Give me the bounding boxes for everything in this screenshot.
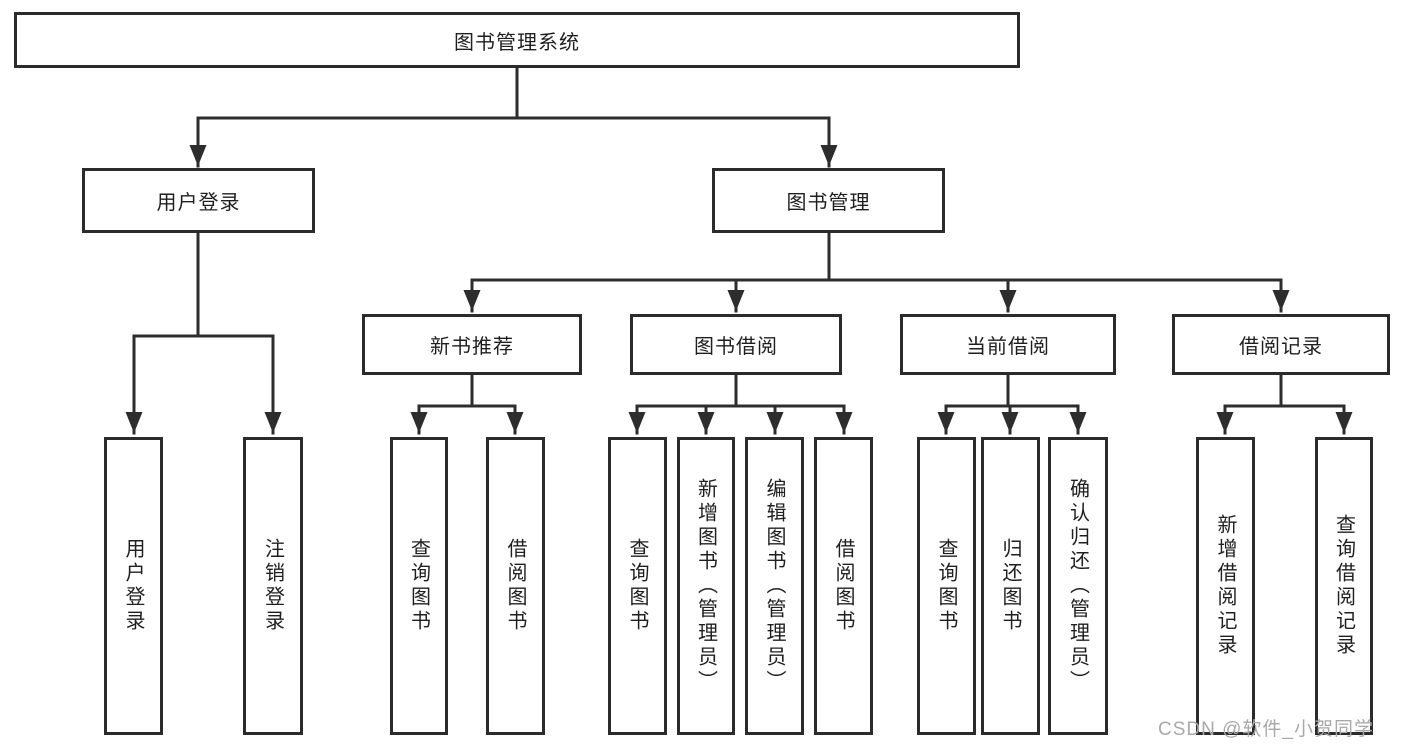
leaf-query-borrow-record: 查询借阅记录 (1315, 437, 1373, 735)
leaf-query-books-current: 查询图书 (917, 437, 976, 735)
leaf-return-books: 归还图书 (981, 437, 1040, 735)
node-user-login: 用户登录 (82, 168, 315, 233)
leaf-add-books-admin: 新增图书（管理员） (677, 437, 735, 735)
node-book-borrow: 图书借阅 (630, 314, 842, 375)
leaf-query-books-recommend: 查询图书 (390, 437, 448, 735)
csdn-watermark: CSDN @软件_小贺同学 (1158, 719, 1374, 740)
leaf-add-borrow-record: 新增借阅记录 (1196, 437, 1255, 735)
leaf-edit-books-admin: 编辑图书（管理员） (745, 437, 804, 735)
node-new-book-recommend: 新书推荐 (362, 314, 582, 375)
leaf-borrow-books-recommend: 借阅图书 (486, 437, 545, 735)
node-root-system: 图书管理系统 (14, 12, 1020, 68)
leaf-confirm-return-admin: 确认归还（管理员） (1048, 437, 1108, 735)
node-current-borrow: 当前借阅 (900, 314, 1116, 375)
leaf-user-login: 用户登录 (104, 437, 163, 735)
leaf-query-books-borrow: 查询图书 (608, 437, 667, 735)
node-borrow-records: 借阅记录 (1172, 314, 1390, 375)
leaf-logout: 注销登录 (243, 437, 303, 735)
leaf-borrow-books: 借阅图书 (814, 437, 873, 735)
node-book-management: 图书管理 (712, 168, 945, 233)
